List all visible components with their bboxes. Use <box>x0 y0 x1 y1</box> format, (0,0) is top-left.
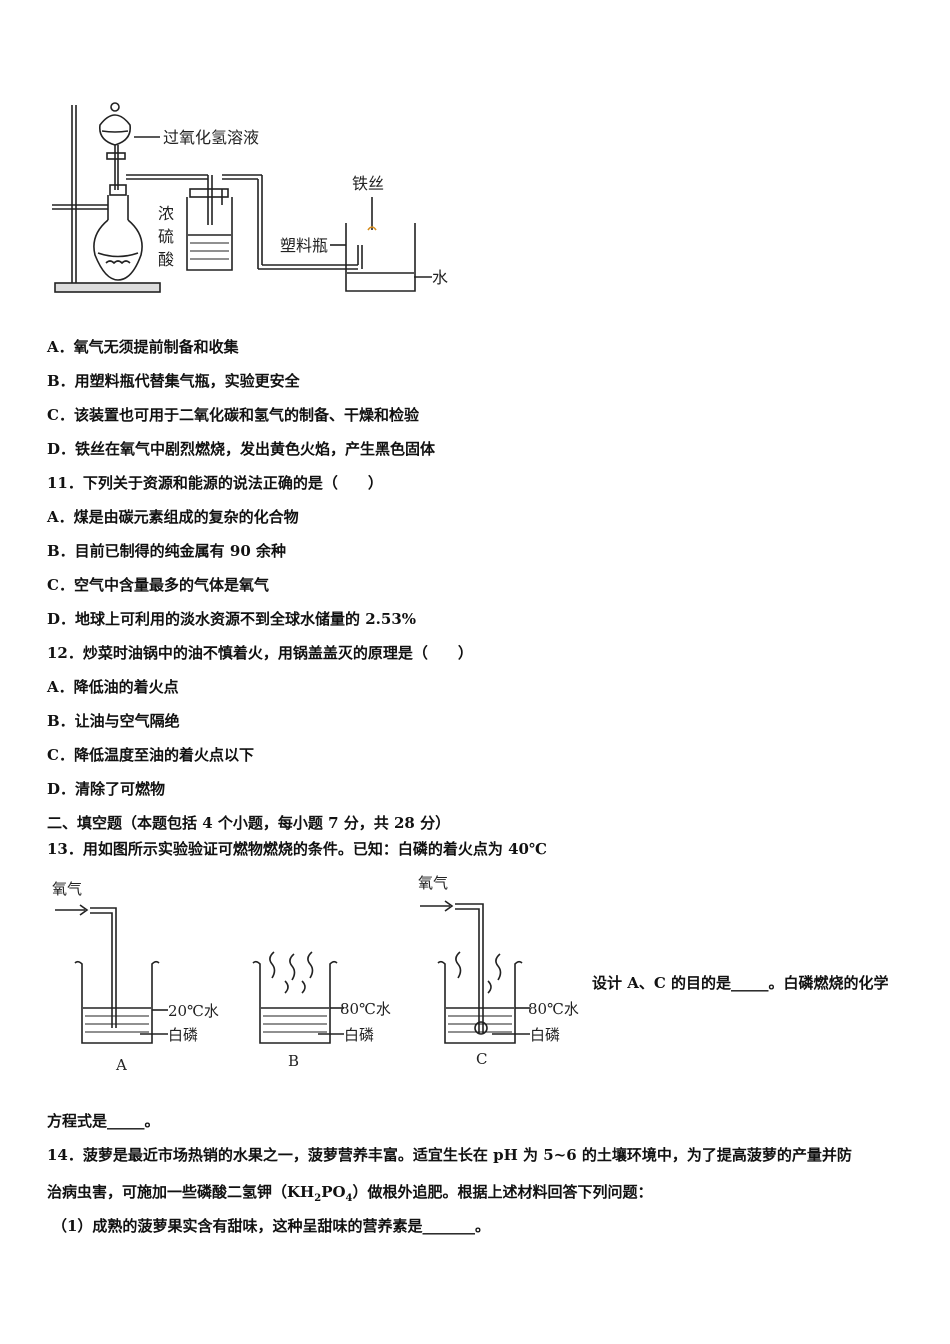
q13-side-text: 设计 A、C 的目的是_____。白磷燃烧的化学 <box>592 974 889 992</box>
q12-option-d: D．清除了可燃物 <box>47 780 166 798</box>
label-water-80-c: 80℃水 <box>528 1000 579 1018</box>
label-oxygen-a: 氧气 <box>52 880 82 898</box>
label-plastic-bottle: 塑料瓶 <box>280 236 328 255</box>
q12-option-c: C．降低温度至油的着火点以下 <box>47 746 254 764</box>
q10-option-a: A．氧气无须提前制备和收集 <box>47 338 239 356</box>
q11-option-d: D．地球上可利用的淡水资源不到全球水储量的 2.53% <box>47 610 417 628</box>
label-beaker-a: A <box>115 1056 127 1074</box>
label-oxygen-c: 氧气 <box>418 874 448 892</box>
label-beaker-b: B <box>288 1052 299 1070</box>
q14-line2: 治病虫害，可施加一些磷酸二氢钾（KH2PO4）做根外追肥。根据上述材料回答下列问… <box>47 1183 653 1204</box>
q14-sub1: （1）成熟的菠萝果实含有甜味，这种呈甜味的营养素是_______。 <box>52 1217 490 1235</box>
label-water: 水 <box>432 268 448 287</box>
q11-option-a: A．煤是由碳元素组成的复杂的化合物 <box>47 508 299 526</box>
q14-line1: 14．菠萝是最近市场热销的水果之一，菠萝营养丰富。适宜生长在 pH 为 5~6 … <box>47 1146 852 1164</box>
q11-option-c: C．空气中含量最多的气体是氧气 <box>47 576 269 594</box>
q13-stem: 13．用如图所示实验验证可燃物燃烧的条件。已知：白磷的着火点为 40℃ <box>47 840 547 858</box>
q13-continuation: 方程式是_____。 <box>47 1112 160 1130</box>
label-conc: 浓 <box>158 204 174 223</box>
label-water-80-b: 80℃水 <box>340 1000 391 1018</box>
label-acid: 酸 <box>158 250 174 269</box>
label-h2o2: 过氧化氢溶液 <box>163 128 259 147</box>
q12-option-a: A．降低油的着火点 <box>47 678 179 696</box>
label-sulf: 硫 <box>158 227 174 246</box>
q10-option-b: B．用塑料瓶代替集气瓶，实验更安全 <box>47 372 300 390</box>
label-phosphorus-b: 白磷 <box>344 1026 374 1044</box>
label-iron-wire: 铁丝 <box>352 174 384 193</box>
label-phosphorus-a: 白磷 <box>168 1026 198 1044</box>
label-water-20: 20℃水 <box>168 1002 219 1020</box>
section-heading: 二、填空题（本题包括 4 个小题，每小题 7 分，共 28 分） <box>47 814 451 832</box>
label-beaker-c: C <box>476 1050 487 1068</box>
q10-option-c: C．该装置也可用于二氧化碳和氢气的制备、干燥和检验 <box>47 406 419 424</box>
q12-stem: 12．炒菜时油锅中的油不慎着火，用锅盖盖灭的原理是（ ） <box>47 644 473 662</box>
label-phosphorus-c: 白磷 <box>530 1026 560 1044</box>
q12-option-b: B．让油与空气隔绝 <box>47 712 180 730</box>
beaker-diagram: 氧气 20℃水 白磷 A 80℃水 白磷 B 氧气 80℃水 白磷 C <box>52 874 579 1074</box>
q11-stem: 11．下列关于资源和能源的说法正确的是（ ） <box>47 474 383 492</box>
apparatus-diagram: 过氧化氢溶液 铁丝 浓 硫 酸 塑料瓶 水 <box>52 102 448 293</box>
q10-option-d: D．铁丝在氧气中剧烈燃烧，发出黄色火焰，产生黑色固体 <box>47 440 436 458</box>
q11-option-b: B．目前已制得的纯金属有 90 余种 <box>47 542 286 560</box>
